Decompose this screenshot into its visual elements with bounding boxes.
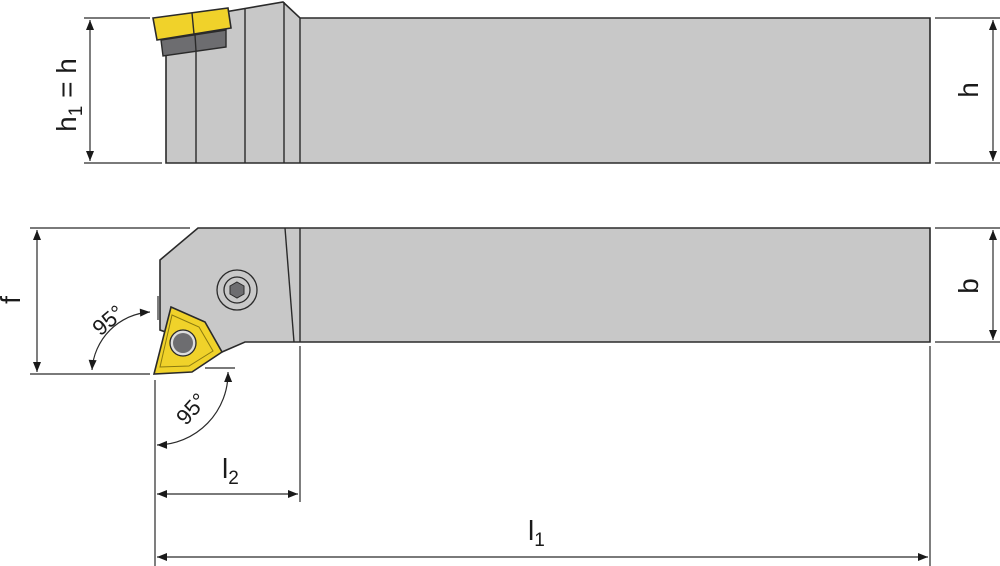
top-view-shank: [159, 227, 931, 353]
h-label: h: [953, 82, 984, 98]
side-angle-label: 95°: [87, 300, 129, 341]
side-view-insert: [152, 7, 232, 41]
end-angle-label: 95°: [171, 388, 212, 429]
clamp-screw-icon: [216, 269, 258, 311]
b-label: b: [953, 278, 984, 294]
l1-label: l1: [528, 515, 545, 551]
dimensions: [30, 17, 1000, 566]
side-view-shim: [160, 29, 227, 57]
cutting-insert-icon: [152, 305, 224, 375]
side-view-shank: [165, 1, 931, 164]
f-label: f: [0, 296, 26, 304]
l2-label: l2: [222, 453, 239, 489]
h1-label: h1 = h: [51, 58, 87, 132]
side-view: [152, 1, 931, 164]
top-view: [152, 227, 931, 375]
